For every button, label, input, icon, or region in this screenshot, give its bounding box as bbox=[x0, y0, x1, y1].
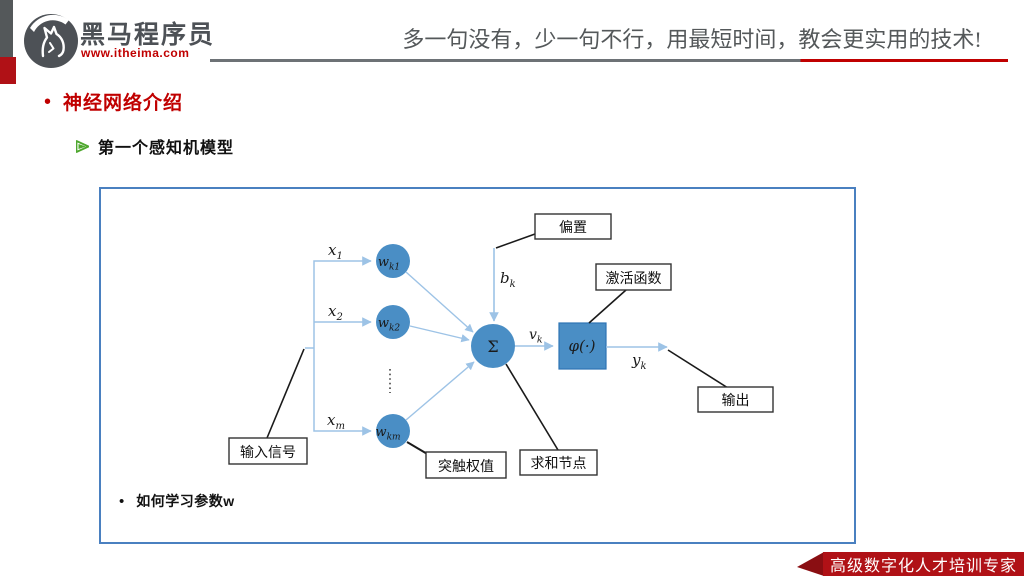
callout-text-inputs: 输入信号 bbox=[240, 444, 296, 460]
left-red-bar bbox=[0, 57, 16, 84]
perceptron-diagram: x1 x2 xm wk1 wk2 wkm bk Σ vk bbox=[228, 213, 774, 479]
callout-box-weights bbox=[425, 451, 507, 479]
weight-node-wkm bbox=[376, 414, 410, 448]
callout-box-sum bbox=[519, 449, 598, 476]
footer-ribbon-fold-icon bbox=[797, 552, 824, 576]
callout-box-activation bbox=[595, 263, 672, 291]
footer-banner-text: 高级数字化人才培训专家 bbox=[829, 558, 1017, 575]
label-bk: bk bbox=[500, 269, 516, 290]
subsection-title-row: 第一个感知机模型 bbox=[76, 134, 234, 158]
label-yk: yk bbox=[631, 351, 647, 372]
callout-text-sum: 求和节点 bbox=[531, 455, 587, 471]
callout-text-weights: 突触权值 bbox=[438, 458, 494, 474]
callout-line-inputs bbox=[266, 348, 305, 439]
note-bullet-icon: • bbox=[119, 492, 125, 510]
label-wkm: wkm bbox=[375, 425, 400, 443]
subsection-title: 第一个感知机模型 bbox=[98, 140, 235, 157]
label-sigma: Σ bbox=[487, 337, 498, 356]
label-vk: vk bbox=[529, 327, 543, 346]
callout-line-activation bbox=[588, 289, 627, 324]
connector-wk1-sum bbox=[405, 271, 474, 333]
label-xm: xm bbox=[327, 411, 345, 432]
callout-line-bias bbox=[495, 233, 536, 249]
input-bracket bbox=[313, 260, 323, 432]
callout-box-inputs bbox=[228, 437, 308, 465]
label-x1: x1 bbox=[328, 241, 343, 262]
callout-text-bias: 偏置 bbox=[559, 219, 587, 235]
callout-line-output bbox=[667, 349, 729, 389]
left-gray-bar bbox=[0, 0, 13, 57]
section-title-row: • 神经网络介绍 bbox=[44, 88, 183, 115]
red-bullet-icon: • bbox=[44, 90, 52, 113]
connector-wkm-sum bbox=[405, 361, 475, 421]
label-wk1: wk1 bbox=[378, 255, 400, 273]
callout-line-sum bbox=[505, 363, 559, 451]
section-title: 神经网络介绍 bbox=[63, 93, 184, 114]
header-slogan: 多一句没有，少一句不行，用最短时间，教会更实用的技术! bbox=[402, 27, 982, 52]
weight-node-wk1 bbox=[376, 244, 410, 278]
note-row: • 如何学习参数w bbox=[119, 491, 235, 511]
note-text: 如何学习参数w bbox=[136, 493, 235, 509]
brand-website: www.itheima.com bbox=[81, 46, 190, 60]
callout-box-bias bbox=[534, 213, 612, 240]
green-arrow-bullet-icon bbox=[76, 139, 89, 153]
label-phi: φ(·) bbox=[569, 337, 596, 355]
itheima-horse-logo-icon bbox=[24, 14, 78, 68]
callout-box-output bbox=[697, 386, 774, 413]
callout-text-activation: 激活函数 bbox=[606, 270, 662, 286]
callout-text-output: 输出 bbox=[722, 392, 750, 408]
connector-wk2-sum bbox=[409, 325, 470, 343]
activation-node bbox=[558, 322, 607, 370]
diagram-frame: x1 x2 xm wk1 wk2 wkm bk Σ vk bbox=[99, 187, 856, 544]
label-x2: x2 bbox=[328, 302, 343, 323]
footer-banner: 高级数字化人才培训专家 bbox=[823, 552, 1024, 576]
weight-node-wk2 bbox=[376, 305, 410, 339]
label-wk2: wk2 bbox=[378, 316, 401, 334]
sum-node bbox=[471, 324, 515, 368]
brand-name: 黑马程序员 bbox=[80, 21, 216, 49]
header-rule bbox=[210, 59, 1008, 62]
